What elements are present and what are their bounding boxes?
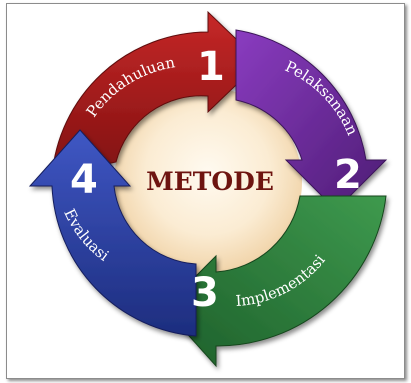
step-2-arrow <box>235 29 388 211</box>
step-3-arrow <box>163 195 387 368</box>
step-4-arrow <box>28 129 197 337</box>
center-label: METODE <box>146 167 274 196</box>
center-disk <box>114 88 302 276</box>
step-4-number: 4 <box>70 157 98 203</box>
step-1-arrow <box>51 10 261 177</box>
step-1-number: 1 <box>197 44 225 90</box>
step-3-number: 3 <box>191 270 219 316</box>
step-2-number: 2 <box>334 152 362 198</box>
